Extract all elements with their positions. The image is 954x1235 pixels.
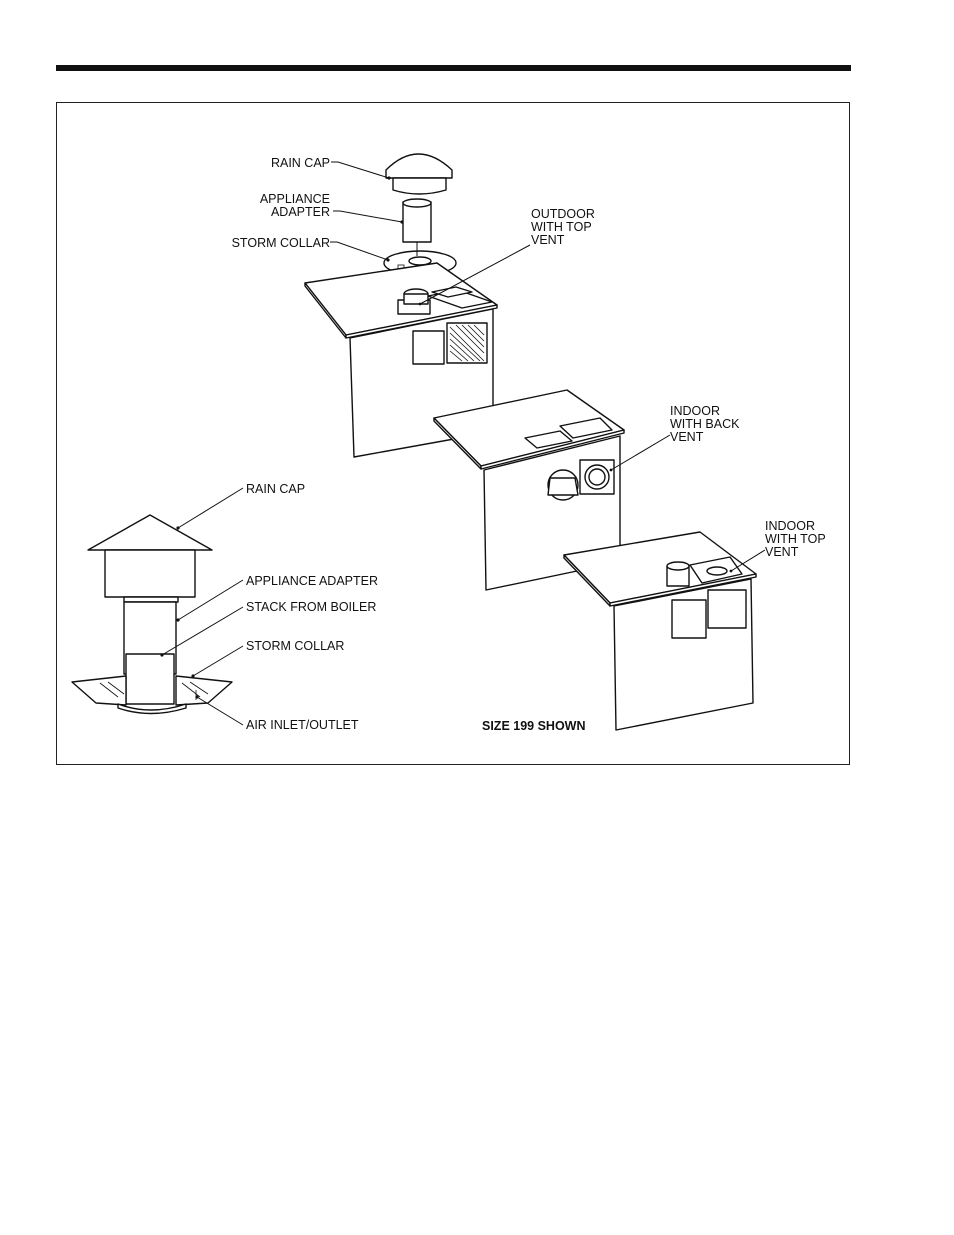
- label-outdoor-1: OUTDOOR: [531, 207, 595, 221]
- label-adapter-top-1: APPLIANCE: [260, 192, 330, 206]
- exploded-rain-cap: [386, 154, 452, 194]
- label-storm-collar-left: STORM COLLAR: [246, 639, 344, 653]
- label-top-vent-1: INDOOR: [765, 519, 815, 533]
- label-air-inlet-left: AIR INLET/OUTLET: [246, 718, 359, 732]
- label-top-vent-3: VENT: [765, 545, 799, 559]
- label-adapter-top-2: ADAPTER: [271, 205, 330, 219]
- indoor-top-vent-unit: [564, 532, 756, 730]
- label-back-vent-1: INDOOR: [670, 404, 720, 418]
- label-size-note: SIZE 199 SHOWN: [482, 719, 586, 733]
- label-storm-collar-top: STORM COLLAR: [232, 236, 330, 250]
- label-top-vent-2: WITH TOP: [765, 532, 826, 546]
- cutaway-assembly: [72, 515, 232, 714]
- label-back-vent-2: WITH BACK: [670, 417, 740, 431]
- label-rain-cap-left: RAIN CAP: [246, 482, 305, 496]
- label-back-vent-3: VENT: [670, 430, 704, 444]
- label-stack-left: STACK FROM BOILER: [246, 600, 376, 614]
- label-rain-cap-top: RAIN CAP: [271, 156, 330, 170]
- label-outdoor-2: WITH TOP: [531, 220, 592, 234]
- label-adapter-left: APPLIANCE ADAPTER: [246, 574, 378, 588]
- label-outdoor-3: VENT: [531, 233, 565, 247]
- exploded-appliance-adapter: [400, 199, 431, 242]
